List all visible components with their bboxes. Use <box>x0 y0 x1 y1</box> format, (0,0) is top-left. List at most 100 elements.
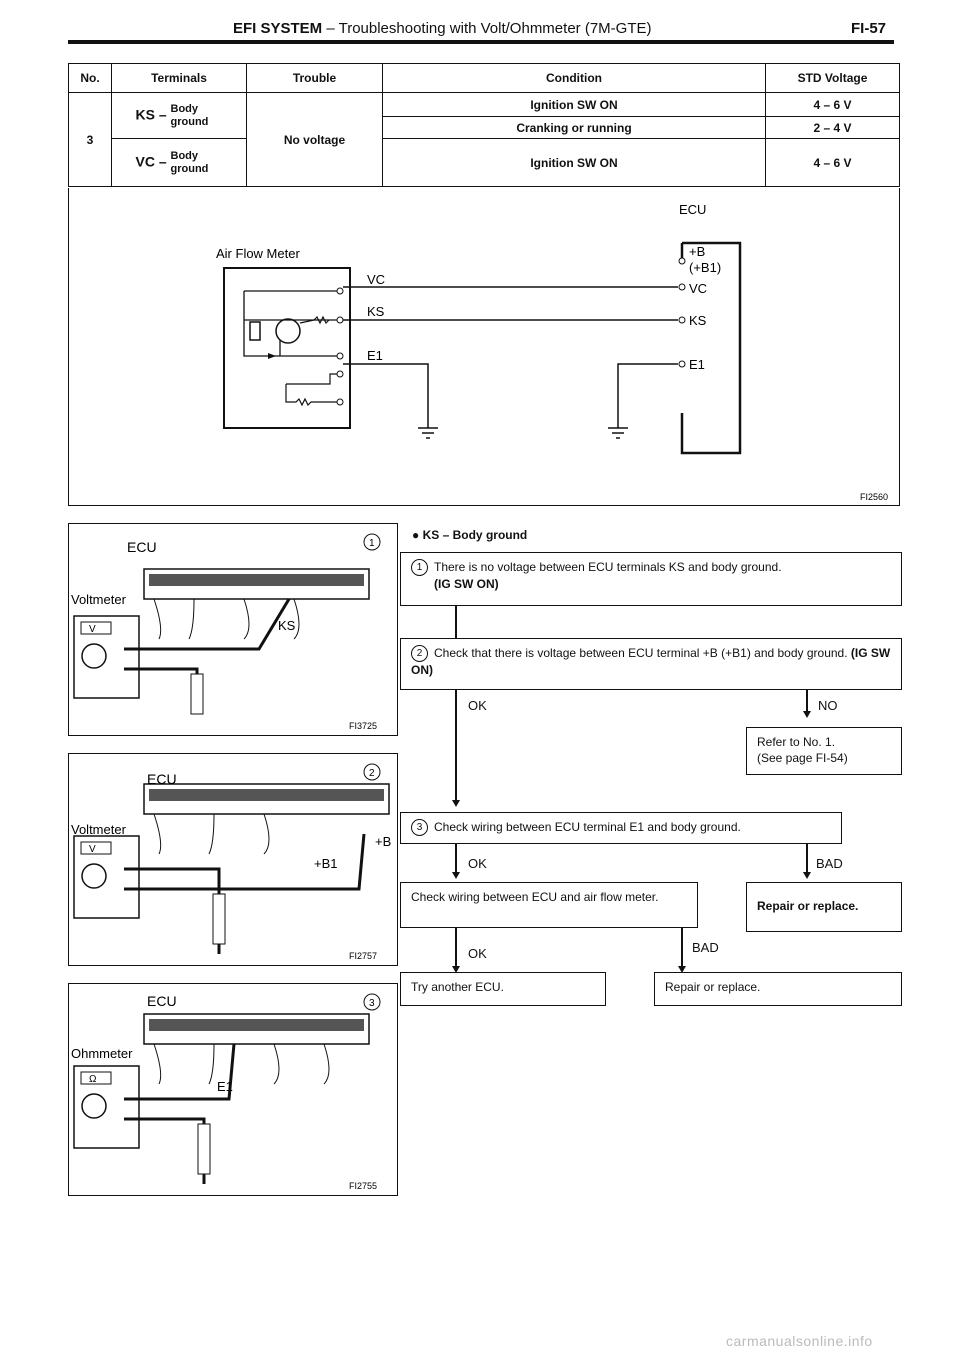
repair-box-1: Repair or replace. <box>746 882 902 932</box>
repair-1-text: Repair or replace. <box>757 899 859 913</box>
photo-3-meter-sym: Ω <box>89 1074 97 1085</box>
condition-1: Ignition SW ON <box>382 92 766 117</box>
no-label: NO <box>818 698 838 713</box>
photo-3-step: 3 <box>369 998 375 1009</box>
flow-line <box>455 844 457 874</box>
voltage-1: 4 – 6 V <box>765 92 900 117</box>
flow-line <box>806 690 808 712</box>
photo-1-meter-sym: V <box>89 624 96 635</box>
bad-label-2: BAD <box>692 940 719 955</box>
step-3-text: Check wiring between ECU terminal E1 and… <box>434 820 741 834</box>
step-1-sub: (IG SW ON) <box>434 577 499 592</box>
step-2-text: Check that there is voltage between ECU … <box>434 646 848 660</box>
table-header-row: No. Terminals Trouble Condition STD Volt… <box>68 63 900 93</box>
ok-label-1: OK <box>468 698 487 713</box>
photo-2-probe-b1: +B1 <box>314 856 338 871</box>
try-ecu-box: Try another ECU. <box>400 972 606 1006</box>
photo-step-2: ECU Voltmeter V +B1 +B 2 FI2757 <box>68 753 398 966</box>
flow-heading-text: KS – Body ground <box>422 528 528 542</box>
arrow-down-icon <box>452 966 460 973</box>
terminal-ks-ground: Body ground <box>170 102 209 128</box>
repair-box-2: Repair or replace. <box>654 972 902 1006</box>
condition-3: Ignition SW ON <box>382 138 766 187</box>
header-subtitle: – Troubleshooting with Volt/Ohmmeter (7M… <box>322 20 652 37</box>
circuit-diagram-box <box>68 188 900 506</box>
bullet-icon: ● <box>412 528 423 542</box>
refer-box: Refer to No. 1. (See page FI-54) <box>746 727 902 775</box>
col-std-voltage: STD Voltage <box>765 63 900 93</box>
fig-id: FI2560 <box>860 492 888 502</box>
ok-label-3: OK <box>468 946 487 961</box>
photo-3-probe: E1 <box>217 1079 233 1094</box>
col-trouble: Trouble <box>246 63 383 93</box>
flow-line <box>455 606 457 638</box>
step-3-badge: 3 <box>411 819 428 837</box>
page-number: FI-57 <box>851 20 887 37</box>
photo-3-meter: Ohmmeter <box>71 1046 133 1061</box>
flow-line <box>806 844 808 874</box>
col-no: No. <box>68 63 112 93</box>
ecu-label: ECU <box>679 202 706 217</box>
watermark: carmanualsonline.info <box>726 1333 873 1349</box>
arrow-down-icon <box>452 800 460 807</box>
ecu-term-e1: E1 <box>689 357 705 372</box>
try-text: Try another ECU. <box>411 980 504 994</box>
flow-step-3: 3 Check wiring between ECU terminal E1 an… <box>400 812 842 844</box>
voltmeter-ks-illustration: ECU Voltmeter V KS 1 FI3725 <box>71 533 381 731</box>
step-2-sub: (IG SW ON) <box>411 646 891 678</box>
arrow-down-icon <box>452 872 460 879</box>
row-no: 3 <box>68 92 112 187</box>
circuit-diagram: Air Flow Meter ECU VC KS E1 +B (+B1) VC … <box>216 202 888 502</box>
refer-text: Refer to No. 1. <box>757 735 836 749</box>
ecu-term-ks: KS <box>689 313 707 328</box>
photo-1-step: 1 <box>369 538 375 549</box>
page-header-title: EFI SYSTEM – Troubleshooting with Volt/O… <box>233 20 651 37</box>
photo-2-ecu: ECU <box>147 771 177 787</box>
condition-2: Cranking or running <box>382 116 766 139</box>
photo-2-probe-b: +B <box>375 834 391 849</box>
afm-term-vc: VC <box>367 272 385 287</box>
terminal-ks: KS – Body ground <box>111 92 247 139</box>
flow-line <box>455 690 457 802</box>
afm-term-e1: E1 <box>367 348 383 363</box>
voltage-2: 2 – 4 V <box>765 116 900 139</box>
photo-2-meter: Voltmeter <box>71 822 127 837</box>
ohmmeter-e1-illustration: ECU Ohmmeter Ω E1 3 FI2755 <box>71 993 381 1191</box>
arrow-down-icon <box>803 872 811 879</box>
photo-1-ecu: ECU <box>127 539 157 555</box>
voltmeter-b-illustration: ECU Voltmeter V +B1 +B 2 FI2757 <box>71 763 391 961</box>
col-condition: Condition <box>382 63 766 93</box>
repair-2-text: Repair or replace. <box>665 980 761 994</box>
ecu-term-b: +B <box>689 244 705 259</box>
afm-term-ks: KS <box>367 304 385 319</box>
voltage-3: 4 – 6 V <box>765 138 900 187</box>
flow-heading: ● KS – Body ground <box>412 528 527 542</box>
arrow-down-icon <box>803 711 811 718</box>
photo-1-fig: FI3725 <box>349 721 377 731</box>
terminal-vc: VC – Body ground <box>111 138 247 187</box>
table-row: VC – Body ground Ignition SW ON 4 – 6 V <box>69 138 900 187</box>
bad-label-1: BAD <box>816 856 843 871</box>
ok-label-2: OK <box>468 856 487 871</box>
photo-3-fig: FI2755 <box>349 1181 377 1191</box>
ecu-term-b1: (+B1) <box>689 260 721 275</box>
terminal-vc-label: VC – <box>135 153 167 170</box>
trouble-cell: No voltage <box>246 92 383 187</box>
spec-table: No. Terminals Trouble Condition STD Volt… <box>68 63 900 187</box>
header-rule <box>68 40 894 44</box>
col-terminals: Terminals <box>111 63 247 93</box>
header-title: EFI SYSTEM <box>233 20 323 37</box>
wiring-text: Check wiring between ECU and air flow me… <box>411 890 659 904</box>
flow-line <box>455 928 457 968</box>
arrow-down-icon <box>678 966 686 973</box>
step-1-text: There is no voltage between ECU terminal… <box>434 560 782 574</box>
photo-3-ecu: ECU <box>147 993 177 1009</box>
flow-line <box>681 928 683 968</box>
ecu-term-vc: VC <box>689 281 707 296</box>
refer-page: (See page FI-54) <box>757 751 848 765</box>
wiring-check-box: Check wiring between ECU and air flow me… <box>400 882 698 928</box>
table-row: 3 KS – Body ground No voltage Ignition S… <box>68 92 900 187</box>
terminal-vc-ground: Body ground <box>170 149 209 175</box>
